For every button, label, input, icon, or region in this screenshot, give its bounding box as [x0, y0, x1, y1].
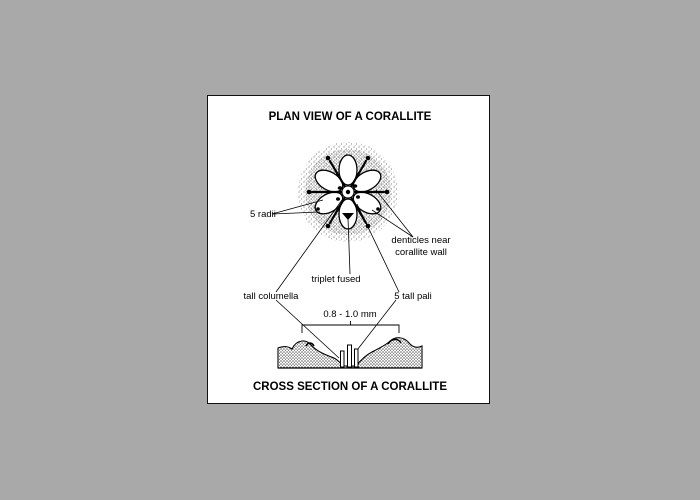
- plan-view-corallite: [298, 142, 398, 242]
- label-scale: 0.8 - 1.0 mm: [323, 309, 376, 320]
- diagram-card: PLAN VIEW OF A CORALLITE: [207, 95, 490, 404]
- corallite-diagram: PLAN VIEW OF A CORALLITE: [244, 111, 451, 393]
- cross-section: [277, 337, 423, 369]
- cross-section-title: CROSS SECTION OF A CORALLITE: [253, 381, 447, 393]
- pali-marks: [336, 184, 360, 220]
- label-5-radii: 5 radii: [250, 209, 276, 220]
- label-triplet-fused: triplet fused: [311, 274, 360, 285]
- label-tall-columella: tall columella: [244, 291, 300, 302]
- label-denticles-line2: corallite wall: [395, 247, 447, 258]
- scale-bracket: [301, 324, 400, 333]
- denticles: [306, 155, 390, 229]
- leader-lines: [271, 189, 414, 359]
- plan-view-title: PLAN VIEW OF A CORALLITE: [269, 111, 432, 123]
- label-denticles-line1: denticles near: [391, 235, 450, 246]
- label-5-tall-pali: 5 tall pali: [394, 291, 432, 302]
- columella-mark: [345, 189, 351, 195]
